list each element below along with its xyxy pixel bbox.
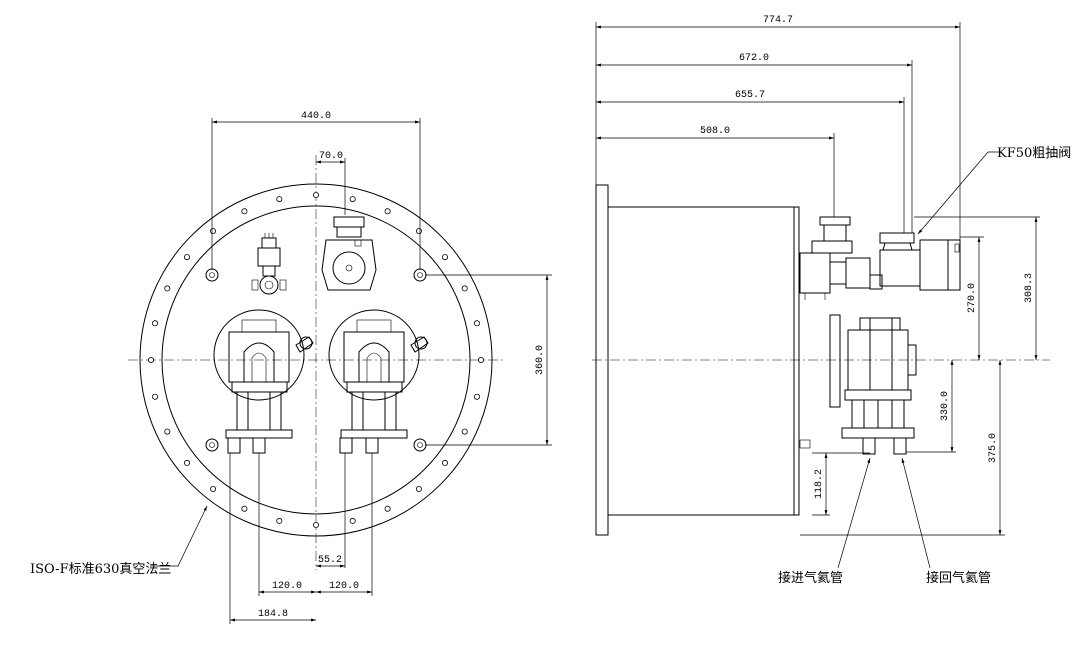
bolt-hole [384, 208, 391, 215]
inlet-helium-label: 接进气氦管 [778, 570, 843, 586]
bolt-hole [461, 428, 468, 435]
flange-inner-circle [161, 205, 471, 515]
dim-118-2: 118.2 [814, 469, 825, 499]
bolt-hole [210, 485, 217, 492]
dim-360: 360.0 [535, 345, 546, 375]
front-view: 440.0 70.0 360.0 55.2 120.0 120.0 184.8 … [30, 111, 552, 624]
flange-label: ISO-F标准630真空法兰 [30, 562, 171, 577]
bolt-hole [183, 459, 190, 466]
bolt-hole [384, 505, 391, 512]
bolt-hole [312, 191, 319, 198]
bolt-hole [312, 522, 319, 529]
dim-120-right: 120.0 [329, 581, 359, 592]
pump-unit-left [213, 309, 314, 454]
bolt-hole [473, 320, 480, 327]
dim-270: 270.0 [967, 283, 978, 313]
bolt-hole [349, 517, 356, 524]
bolt-hole [477, 356, 484, 363]
bolt-hole [349, 196, 356, 203]
bolt-hole [415, 485, 422, 492]
side-pump-block [799, 314, 917, 455]
kf50-valve-label: KF50粗抽阀 [997, 146, 1071, 161]
dim-120-left: 120.0 [272, 581, 302, 592]
dim-184-8: 184.8 [258, 609, 288, 620]
bolt-hole [441, 254, 448, 261]
dim-308-3: 308.3 [1024, 273, 1035, 303]
dim-375: 375.0 [988, 433, 999, 463]
bolt-hole [276, 517, 283, 524]
bolt-hole [147, 356, 154, 363]
dim-55-2: 55.2 [318, 555, 342, 566]
pump-unit-right [328, 309, 429, 454]
dim-655-7: 655.7 [735, 90, 765, 101]
dim-774-7: 774.7 [763, 15, 793, 26]
bolt-hole [241, 208, 248, 215]
front-dimensions [150, 118, 552, 624]
bolt-hole [164, 285, 171, 292]
dim-508: 508.0 [700, 126, 730, 137]
side-view: 774.7 672.0 655.7 508.0 308.3 270.0 330.… [592, 15, 1071, 586]
return-helium-label: 接回气氦管 [926, 570, 991, 586]
dim-330: 330.0 [940, 391, 951, 421]
dim-70: 70.0 [319, 151, 343, 162]
bolt-hole [152, 320, 159, 327]
kf50-valve-front [321, 216, 377, 291]
bolt-hole [210, 227, 217, 234]
bolt-hole [461, 285, 468, 292]
dim-440: 440.0 [301, 111, 331, 122]
flange-bolt-holes [147, 191, 484, 529]
side-dimensions [595, 22, 1040, 569]
flange-outer-circle [139, 183, 493, 537]
chamber-body [607, 206, 795, 516]
bolt-hole [183, 254, 190, 261]
bolt-hole [152, 393, 159, 400]
bolt-hole [415, 227, 422, 234]
bolt-hole [164, 428, 171, 435]
kf50-valve-assembly [799, 216, 961, 300]
small-valve [251, 233, 287, 295]
dim-672: 672.0 [739, 53, 769, 64]
bolt-hole [473, 393, 480, 400]
bolt-hole [241, 505, 248, 512]
bolt-hole [276, 196, 283, 203]
bolt-hole [441, 459, 448, 466]
